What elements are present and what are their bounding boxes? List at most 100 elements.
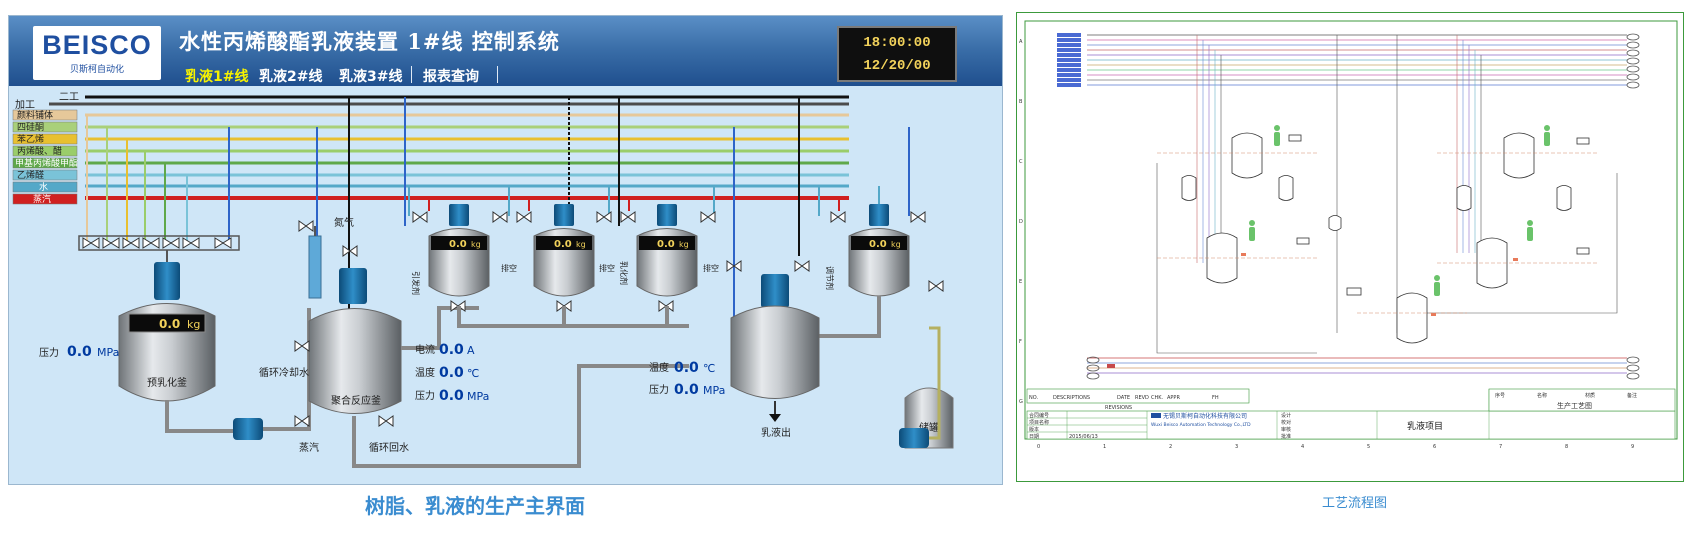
line-tag: [12, 145, 78, 157]
pre-emulsion-tank[interactable]: 0.0 kg 预乳化釜: [118, 250, 239, 433]
dosing-tank-3[interactable]: 0.0 kg 排空: [636, 204, 719, 297]
hmi-title: 水性丙烯酸酯乳液装置 1#线 控制系统: [179, 29, 560, 54]
valve-icon[interactable]: [122, 237, 140, 249]
drawing-name: 生产工艺图: [1557, 401, 1592, 410]
product-pump[interactable]: [899, 326, 941, 448]
valve-icon[interactable]: [214, 237, 232, 249]
col-label: 7: [1499, 444, 1502, 450]
instrument-boxes: [1288, 134, 1590, 296]
tab-report-query[interactable]: 报表查询: [423, 69, 479, 85]
dosing-tank-2[interactable]: 0.0 kg 排空: [533, 204, 615, 297]
utility-lines: [49, 95, 849, 200]
cooling-tank-pressure: 0.0: [674, 382, 699, 398]
flow-markers: [1107, 253, 1518, 368]
emulsion-outlet-label: 乳液出: [761, 426, 791, 439]
valve-icon[interactable]: [516, 211, 532, 223]
title-field: 审核: [1281, 426, 1291, 433]
revision-header: DATE: [1117, 395, 1130, 401]
line-tag: [12, 181, 78, 193]
valve-icon[interactable]: [910, 211, 926, 223]
dosing-valves[interactable]: [412, 211, 944, 312]
line-label: 二工: [59, 92, 79, 103]
company-logo: BEISCO 贝斯柯自动化: [33, 26, 161, 80]
col-label: 2: [1169, 444, 1172, 450]
dosing-tank-3-weight: 0.0: [657, 239, 675, 250]
valve-icon[interactable]: [162, 237, 180, 249]
valve-icon[interactable]: [700, 211, 716, 223]
tab-line-2[interactable]: 乳液2#线: [259, 69, 323, 85]
return-water-label: 循环回水: [369, 441, 409, 454]
reactor-current-label: 电流: [415, 343, 435, 356]
steam-label: 蒸汽: [299, 441, 319, 454]
valve-icon[interactable]: [620, 211, 636, 223]
valve-icon[interactable]: [596, 211, 612, 223]
row-label: F: [1019, 339, 1022, 345]
tab-line-1[interactable]: 乳液1#线: [185, 69, 249, 85]
caption-process-flow: 工艺流程图: [1322, 496, 1388, 511]
clock-display: 18:00:00 12/20/00: [837, 26, 957, 82]
reactor-temp-label: 温度: [415, 366, 435, 379]
right-header: 序号: [1495, 392, 1505, 399]
regulator-label: 调节剂: [825, 266, 835, 290]
valve-icon[interactable]: [492, 211, 508, 223]
revision-header: CHK.: [1151, 395, 1164, 401]
title-field: 设计: [1281, 412, 1291, 419]
title-field: 版本: [1029, 426, 1039, 433]
reactor-pressure-unit: MPa: [467, 390, 489, 403]
feed-tags: [1057, 33, 1081, 87]
col-label: 0: [1037, 444, 1040, 450]
dashed-guides: [1157, 152, 1597, 314]
valve-icon[interactable]: [794, 260, 810, 272]
reactor-valves[interactable]: [294, 220, 394, 427]
drawing-frame: [1024, 20, 1678, 440]
col-labels: 0 1 2 3 4 5 6 7 8 9: [1037, 444, 1634, 450]
valve-manifold[interactable]: [78, 235, 240, 251]
polymerization-reactor[interactable]: 聚合反应釜: [308, 268, 689, 468]
line-label: 加工: [15, 99, 35, 111]
cooling-tank-temp-unit: ℃: [703, 362, 715, 375]
title-field: 日期: [1029, 434, 1039, 440]
reactor-pressure-label: 压力: [415, 389, 435, 402]
revision-header: DESCRIPTIONS: [1053, 395, 1090, 401]
dosing-tank-4[interactable]: 0.0 kg: [848, 204, 910, 297]
col-label: 3: [1235, 444, 1238, 450]
valve-icon[interactable]: [102, 237, 120, 249]
valve-icon[interactable]: [142, 237, 160, 249]
valve-icon[interactable]: [298, 220, 314, 232]
agitator-motor-icon: [449, 204, 469, 226]
line-label: 苯乙烯: [17, 133, 44, 145]
col-label: 5: [1367, 444, 1370, 450]
valve-icon[interactable]: [378, 415, 394, 427]
weight-display: [851, 236, 907, 250]
col-label: 4: [1301, 444, 1304, 450]
valve-icon[interactable]: [82, 237, 100, 249]
valve-icon[interactable]: [412, 211, 428, 223]
pump-icon[interactable]: [899, 428, 929, 448]
valve-icon[interactable]: [294, 340, 310, 352]
heat-exchanger: [308, 226, 322, 299]
hmi-header-bar: [9, 16, 1002, 86]
dosing-tank-3-unit: kg: [679, 240, 689, 249]
revision-header: FH: [1212, 395, 1219, 401]
dosing-tank-1[interactable]: 0.0 kg 排空: [428, 204, 517, 297]
cooling-tank[interactable]: 乳液出: [730, 274, 820, 439]
vessel-symbol: [1556, 185, 1572, 211]
line-tag: [12, 133, 78, 145]
agitator-motor-icon: [869, 204, 889, 226]
cooling-tank-pressure-label: 压力: [649, 383, 669, 396]
flow-drawing-svg: A B C D E F G 0 1 2 3 4 5 6 7 8 9: [1019, 20, 1678, 450]
valve-icon[interactable]: [294, 415, 310, 427]
valve-icon[interactable]: [928, 280, 944, 292]
right-header: 材质: [1585, 392, 1595, 399]
valve-icon[interactable]: [726, 260, 742, 272]
agitator-motor-icon: [339, 268, 367, 304]
valve-icon[interactable]: [830, 211, 846, 223]
tab-line-3[interactable]: 乳液3#线: [339, 69, 403, 85]
valve-icon[interactable]: [342, 245, 358, 257]
row-labels: A B C D E F G: [1019, 39, 1023, 405]
logo-brand: BEISCO: [42, 30, 152, 60]
valve-icon[interactable]: [182, 237, 200, 249]
dosing-tank-3-drain: 排空: [703, 263, 719, 273]
pump-icon[interactable]: [233, 418, 263, 440]
